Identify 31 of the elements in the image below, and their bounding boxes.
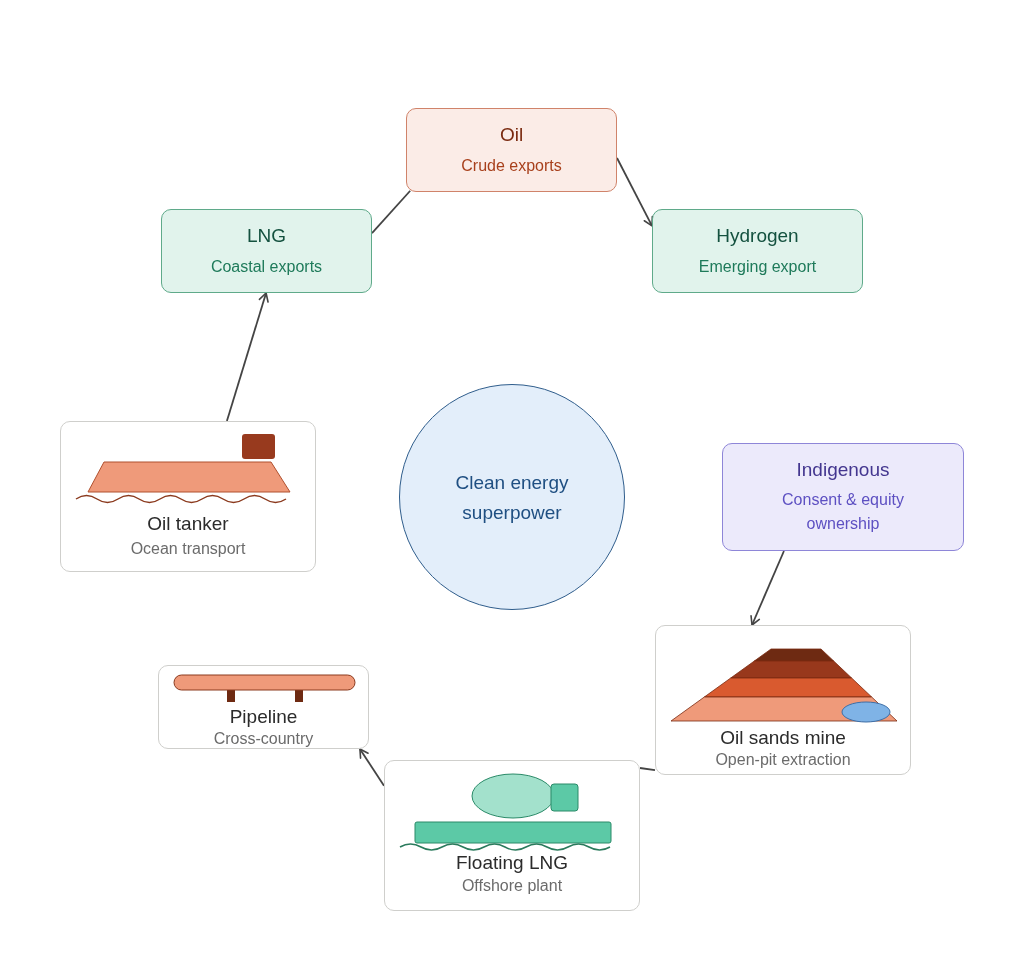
node-title: Oil sands mine — [720, 727, 846, 749]
node-subtitle: Consent & equity ownership — [781, 490, 905, 534]
node-title: Oil tanker — [147, 513, 229, 535]
node-title: Clean energy superpower — [454, 471, 570, 525]
node-title: Oil — [499, 124, 524, 146]
illustrated-card — [60, 421, 316, 572]
category-card — [406, 108, 617, 192]
arrow — [359, 748, 385, 787]
node-title: Pipeline — [229, 706, 298, 728]
node-subtitle: Crude exports — [461, 156, 562, 176]
category-card — [161, 209, 372, 293]
node-subtitle: Offshore plant — [461, 876, 563, 896]
illustrated-card — [655, 625, 911, 775]
node-subtitle: Emerging export — [698, 257, 817, 277]
arrow — [616, 157, 654, 227]
node-title: Hydrogen — [716, 225, 799, 247]
node-title: LNG — [246, 225, 287, 247]
connector-line — [371, 189, 412, 234]
node-subtitle: Coastal exports — [210, 257, 323, 277]
node-title: Floating LNG — [456, 852, 568, 874]
node-title: Indigenous — [796, 458, 890, 482]
arrow — [750, 550, 785, 626]
node-subtitle: Cross-country — [213, 729, 314, 749]
illustrated-card — [158, 665, 369, 749]
connector-line — [639, 767, 656, 771]
arrow — [226, 292, 269, 422]
node-subtitle: Open-pit extraction — [715, 750, 851, 770]
category-card — [652, 209, 863, 293]
illustrated-card — [384, 760, 640, 911]
stakeholder-card — [722, 443, 964, 551]
node-subtitle: Ocean transport — [130, 539, 246, 559]
